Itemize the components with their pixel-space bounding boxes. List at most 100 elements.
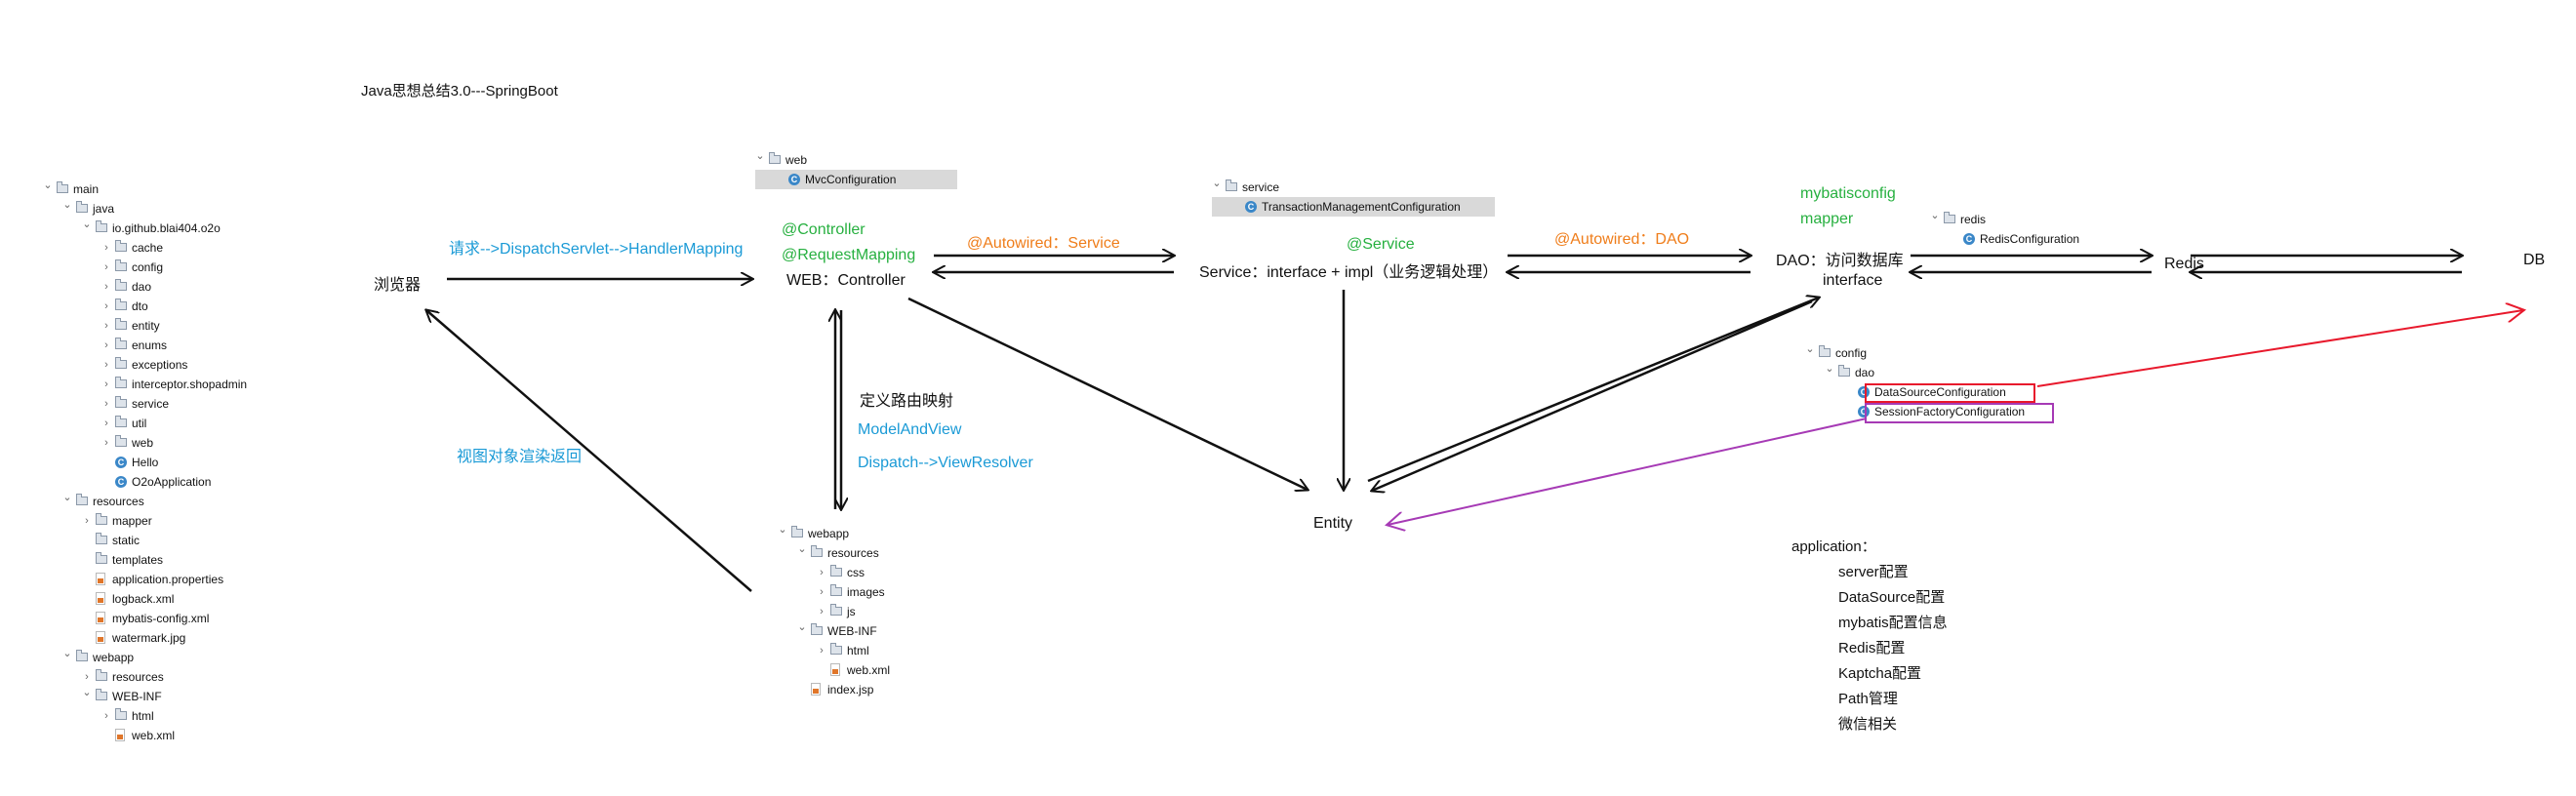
- file-icon: [96, 631, 105, 644]
- file-icon: [115, 729, 125, 741]
- chevron-down-icon[interactable]: ⌄: [755, 150, 765, 162]
- tree-item-label: web: [785, 153, 808, 167]
- arrow-dao-to-entity: [1372, 299, 1813, 491]
- folder-icon: [1838, 365, 1850, 377]
- tree-item-label: css: [847, 566, 865, 579]
- tree-item-label: images: [847, 585, 885, 599]
- tree-item-label: DataSourceConfiguration: [1874, 385, 2006, 399]
- folder-icon: [830, 584, 842, 596]
- chevron-right-icon[interactable]: ›: [820, 606, 824, 617]
- java-class-icon: C: [1858, 406, 1870, 418]
- chevron-right-icon[interactable]: ›: [104, 281, 108, 293]
- controller-annotation: @Controller: [782, 221, 865, 238]
- folder-icon: [76, 201, 88, 213]
- request-flow-label: 请求-->DispatchServlet-->HandlerMapping: [449, 241, 744, 258]
- chevron-down-icon[interactable]: ⌄: [797, 621, 807, 633]
- tree-item-label: util: [132, 417, 147, 430]
- folder-icon: [115, 240, 127, 252]
- tree-item-label: TransactionManagementConfiguration: [1262, 200, 1461, 214]
- chevron-right-icon[interactable]: ›: [104, 710, 108, 722]
- tree-item-label: entity: [132, 319, 160, 333]
- tree-item-label: watermark.jpg: [112, 631, 186, 645]
- db-label: DB: [2523, 252, 2546, 268]
- chevron-right-icon[interactable]: ›: [104, 398, 108, 410]
- tree-item-label: Hello: [132, 456, 159, 469]
- chevron-right-icon[interactable]: ›: [104, 437, 108, 449]
- service-tree-row[interactable]: C TransactionManagementConfiguration: [1212, 197, 1495, 217]
- folder-icon: [115, 338, 127, 349]
- chevron-down-icon[interactable]: ⌄: [797, 543, 807, 555]
- chevron-down-icon[interactable]: ⌄: [1805, 343, 1815, 355]
- application-config-item: mybatis配置信息: [1838, 615, 1948, 631]
- java-class-icon: C: [1245, 201, 1257, 213]
- chevron-right-icon[interactable]: ›: [104, 359, 108, 371]
- chevron-right-icon[interactable]: ›: [104, 418, 108, 429]
- tree-item-label: web.xml: [847, 663, 891, 677]
- file-icon: [96, 612, 105, 624]
- application-config-item: server配置: [1838, 564, 1909, 580]
- folder-icon: [830, 565, 842, 577]
- folder-icon: [115, 708, 127, 720]
- folder-icon: [769, 152, 781, 164]
- arrow-entity-to-dao: [1367, 298, 1819, 483]
- chevron-down-icon[interactable]: ⌄: [82, 219, 92, 230]
- folder-icon: [830, 643, 842, 655]
- application-config-item: Redis配置: [1838, 640, 1906, 657]
- chevron-right-icon[interactable]: ›: [85, 671, 89, 683]
- chevron-right-icon[interactable]: ›: [820, 567, 824, 578]
- tree-item-label: mapper: [112, 514, 152, 528]
- chevron-down-icon[interactable]: ⌄: [1825, 363, 1834, 375]
- interface-label: interface: [1823, 272, 1883, 289]
- dao-description: DAO：访问数据库: [1776, 253, 1904, 269]
- chevron-down-icon[interactable]: ⌄: [43, 179, 53, 191]
- browser-label: 浏览器: [374, 277, 422, 294]
- tree-item-label: index.jsp: [827, 683, 874, 696]
- chevron-right-icon[interactable]: ›: [104, 339, 108, 351]
- tree-item-label: main: [73, 182, 100, 196]
- tree-item-label: SessionFactoryConfiguration: [1874, 405, 2026, 418]
- page-title: Java思想总结3.0---SpringBoot: [361, 83, 558, 100]
- folder-icon: [115, 416, 127, 427]
- datasource-highlight-box: [1865, 383, 2035, 403]
- chevron-right-icon[interactable]: ›: [104, 378, 108, 390]
- tree-item-label: resources: [93, 495, 144, 508]
- tree-item-label: dao: [1855, 366, 1875, 379]
- folder-icon: [96, 513, 107, 525]
- file-icon: [811, 683, 821, 696]
- autowired-service-label: @Autowired：Service: [967, 235, 1120, 252]
- tree-item-label: js: [847, 605, 856, 618]
- folder-icon: [115, 396, 127, 408]
- tree-item-label: RedisConfiguration: [1980, 232, 2080, 246]
- tree-item-label: MvcConfiguration: [805, 173, 897, 186]
- model-and-view-label: ModelAndView: [858, 421, 962, 438]
- tree-item-label: WEB-INF: [827, 624, 877, 638]
- chevron-right-icon[interactable]: ›: [820, 586, 824, 598]
- tree-item-label: resources: [112, 670, 164, 684]
- chevron-right-icon[interactable]: ›: [104, 242, 108, 254]
- tree-item-label: enums: [132, 338, 168, 352]
- chevron-right-icon[interactable]: ›: [85, 515, 89, 527]
- chevron-down-icon[interactable]: ⌄: [778, 524, 787, 536]
- folder-icon: [830, 604, 842, 616]
- sessionfactory-highlight-box: [1865, 403, 2054, 423]
- chevron-down-icon[interactable]: ⌄: [62, 492, 72, 503]
- arrow-sessionfactory-to-entity: [1388, 418, 1868, 525]
- chevron-right-icon[interactable]: ›: [820, 645, 824, 657]
- chevron-down-icon[interactable]: ⌄: [82, 687, 92, 698]
- entity-label: Entity: [1313, 515, 1353, 532]
- folder-icon: [115, 318, 127, 330]
- chevron-right-icon[interactable]: ›: [104, 300, 108, 312]
- tree-item-label: interceptor.shopadmin: [132, 378, 248, 391]
- route-mapping-label: 定义路由映射: [860, 393, 954, 410]
- tree-item-label: service: [1242, 180, 1280, 194]
- folder-icon: [96, 552, 107, 564]
- chevron-down-icon[interactable]: ⌄: [1212, 178, 1222, 189]
- chevron-down-icon[interactable]: ⌄: [62, 648, 72, 659]
- chevron-down-icon[interactable]: ⌄: [62, 199, 72, 211]
- chevron-right-icon[interactable]: ›: [104, 320, 108, 332]
- folder-icon: [811, 623, 823, 635]
- chevron-down-icon[interactable]: ⌄: [1930, 210, 1940, 221]
- chevron-right-icon[interactable]: ›: [104, 261, 108, 273]
